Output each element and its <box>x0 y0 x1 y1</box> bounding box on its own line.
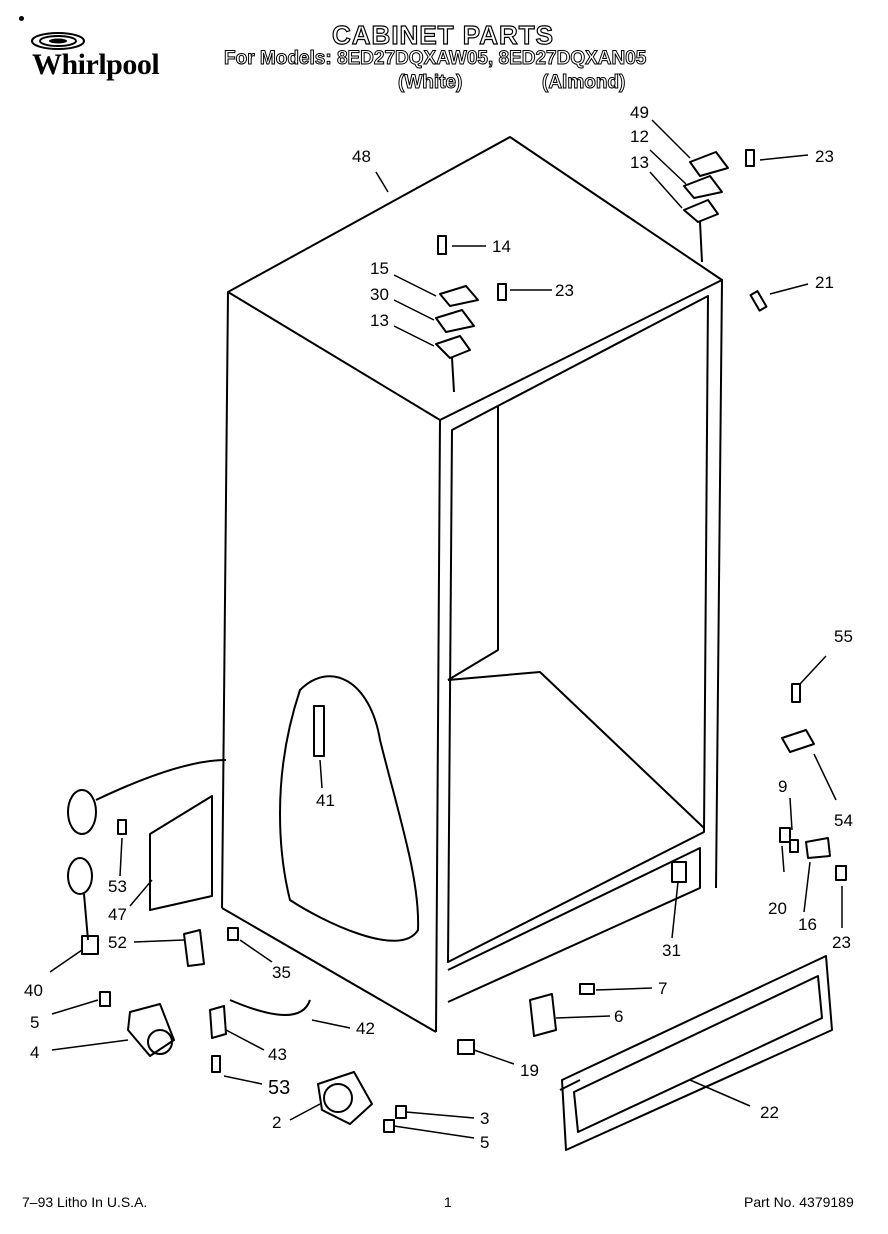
callout-52: 52 <box>108 933 127 952</box>
hinge-cover-49 <box>689 151 729 177</box>
junction-box-47 <box>149 795 213 911</box>
callout-21: 21 <box>815 273 834 292</box>
screw-35 <box>227 927 239 941</box>
screw-23-center <box>497 283 507 301</box>
callout-6: 6 <box>614 1007 623 1026</box>
hinge-part-30 <box>435 309 475 333</box>
callout-2: 2 <box>272 1113 281 1132</box>
screw-5-upper <box>99 991 111 1007</box>
cabinet-inner-back <box>447 406 499 681</box>
callout-30: 30 <box>370 285 389 304</box>
clip-43 <box>209 1005 227 1039</box>
whirlpool-logo: Whirlpool <box>20 30 180 90</box>
part-19 <box>457 1039 475 1055</box>
cabinet-floor <box>447 671 705 829</box>
callout-20: 20 <box>768 899 787 918</box>
callout-13-center: 13 <box>370 311 389 330</box>
bracket-6 <box>529 993 557 1037</box>
callout-48: 48 <box>352 147 371 166</box>
screw-23-lower <box>835 865 847 881</box>
hinge-part-13-right <box>683 199 719 223</box>
callout-49: 49 <box>630 103 649 122</box>
bracket-16 <box>805 837 831 859</box>
screw-7 <box>579 983 595 995</box>
callout-12: 12 <box>630 127 649 146</box>
part-31 <box>671 861 687 883</box>
center-hinge-assembly <box>435 235 507 393</box>
registration-mark <box>19 16 24 21</box>
callout-16: 16 <box>798 915 817 934</box>
footer-page-number: 1 <box>444 1194 452 1210</box>
screw-23-right <box>745 149 755 167</box>
callout-19: 19 <box>520 1061 539 1080</box>
cabinet-front-edge <box>435 419 441 1033</box>
cabinet-right-edge <box>715 279 723 889</box>
tube-42 <box>229 999 311 1016</box>
clamp-52 <box>183 929 205 967</box>
cabinet-top <box>227 136 723 421</box>
variant-white: (White) <box>397 72 463 94</box>
callout-labels: 48 49 12 13 23 14 15 23 30 13 21 41 55 5… <box>24 103 853 1152</box>
callout-15: 15 <box>370 259 389 278</box>
cabinet-left-edge <box>221 291 229 909</box>
callout-5-lower: 5 <box>480 1133 489 1152</box>
hinge-part-13 <box>435 335 471 359</box>
part-9 <box>789 839 799 853</box>
part-21 <box>749 290 768 312</box>
cabinet-front-rail <box>447 847 701 1003</box>
footer-part-number: Part No. 4379189 <box>744 1194 854 1210</box>
callout-23-top: 23 <box>815 147 834 166</box>
callout-13-right: 13 <box>630 153 649 172</box>
rear-roller-2 <box>317 1071 373 1125</box>
cabinet-bottom-edge <box>221 907 437 1033</box>
screw-53-lower <box>211 1055 221 1073</box>
callout-7: 7 <box>658 979 667 998</box>
callout-47: 47 <box>108 905 127 924</box>
part-20 <box>779 827 791 843</box>
callout-23-lower: 23 <box>832 933 851 952</box>
callout-35: 35 <box>272 963 291 982</box>
logo-swirl-icon <box>31 32 85 50</box>
callout-53-lower: 53 <box>268 1077 290 1099</box>
screw-3 <box>395 1105 407 1119</box>
leader-lines <box>49 119 843 1139</box>
screw-14 <box>437 235 447 255</box>
callout-3: 3 <box>480 1109 489 1128</box>
bracket-54 <box>781 729 815 753</box>
brand-name: Whirlpool <box>32 48 160 81</box>
power-cord-40 <box>67 759 227 955</box>
callout-4: 4 <box>30 1043 39 1062</box>
screw-5-lower <box>383 1119 395 1133</box>
callout-55: 55 <box>834 627 853 646</box>
callout-42: 42 <box>356 1019 375 1038</box>
callout-22: 22 <box>760 1103 779 1122</box>
hinge-part-12 <box>683 175 723 199</box>
callout-14: 14 <box>492 237 511 256</box>
callout-43: 43 <box>268 1045 287 1064</box>
callout-23-center: 23 <box>555 281 574 300</box>
callout-5-upper: 5 <box>30 1013 39 1032</box>
callout-40: 40 <box>24 981 43 1000</box>
screw-53-upper <box>117 819 127 835</box>
models-line: For Models: 8ED27DQXAW05, 8ED27DQXAN05 <box>223 48 647 70</box>
footer-litho: 7–93 Litho In U.S.A. <box>22 1194 148 1210</box>
spring-41 <box>313 705 325 757</box>
page-title: CABINET PARTS <box>331 19 554 50</box>
variant-almond: (Almond) <box>541 72 626 94</box>
screw-55 <box>791 683 801 703</box>
cabinet-opening <box>447 295 709 963</box>
toe-grille-22 <box>559 955 833 1151</box>
callout-41: 41 <box>316 791 335 810</box>
callout-53-upper: 53 <box>108 877 127 896</box>
front-roller-4 <box>127 1003 175 1057</box>
cabinet-cutaway <box>279 675 420 942</box>
right-hinge-assembly <box>683 149 755 263</box>
callout-31: 31 <box>662 941 681 960</box>
callout-9: 9 <box>778 777 787 796</box>
callout-54: 54 <box>834 811 853 830</box>
hinge-part-15 <box>439 285 479 307</box>
